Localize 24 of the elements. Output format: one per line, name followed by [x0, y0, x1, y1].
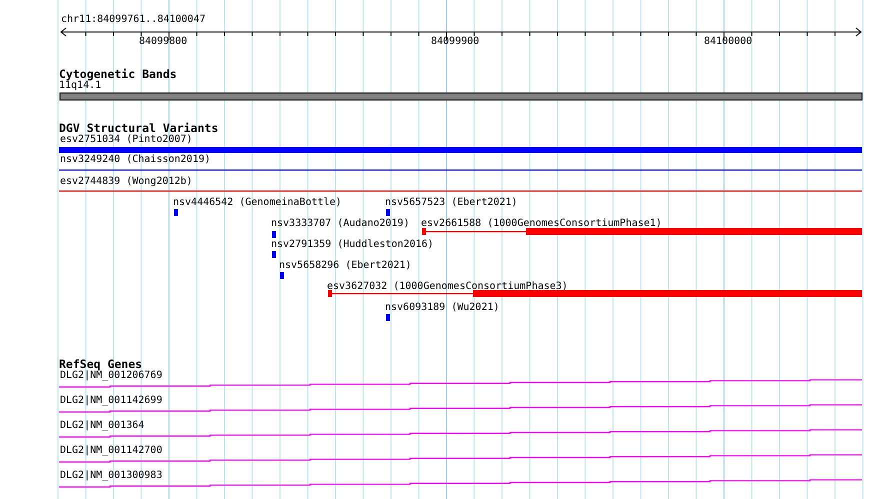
gene-label: DLG2|NM_001364 — [60, 420, 144, 432]
track-heading: Cytogenetic Bands — [59, 68, 177, 80]
gene-label: DLG2|NM_001300983 — [60, 470, 162, 482]
feature-label: esv3627032 (1000GenomesConsortiumPhase3) — [327, 281, 568, 293]
feature-label: nsv3333707 (Audano2019) — [271, 218, 410, 230]
feature-label: nsv2791359 (Huddleston2016) — [271, 239, 434, 251]
feature-label: esv2744839 (Wong2012b) — [60, 176, 192, 188]
feature-label: esv2751034 (Pinto2007) — [60, 134, 192, 146]
feature-label: nsv4446542 (GenomeinaBottle) — [173, 197, 342, 209]
gene-label: DLG2|NM_001206769 — [60, 370, 162, 382]
coordinate-label: chr11:84099761..84100047 — [61, 14, 206, 26]
feature-label: nsv3249240 (Chaisson2019) — [60, 154, 211, 166]
track-heading: DGV Structural Variants — [59, 122, 218, 134]
gene-label: DLG2|NM_001142699 — [60, 395, 162, 407]
feature-label: nsv5657523 (Ebert2021) — [385, 197, 518, 209]
tick-label: 84099800 — [139, 36, 188, 48]
feature-label: nsv6093189 (Wu2021) — [385, 302, 500, 314]
band-label: 11q14.1 — [59, 80, 102, 92]
feature-label: esv2661588 (1000GenomesConsortiumPhase1) — [421, 218, 662, 230]
track-heading: RefSeq Genes — [59, 358, 142, 370]
gene-label: DLG2|NM_001142700 — [60, 445, 162, 457]
tick-label: 84099900 — [431, 36, 480, 48]
tick-label: 84100000 — [704, 36, 752, 48]
feature-label: nsv5658296 (Ebert2021) — [279, 260, 412, 272]
